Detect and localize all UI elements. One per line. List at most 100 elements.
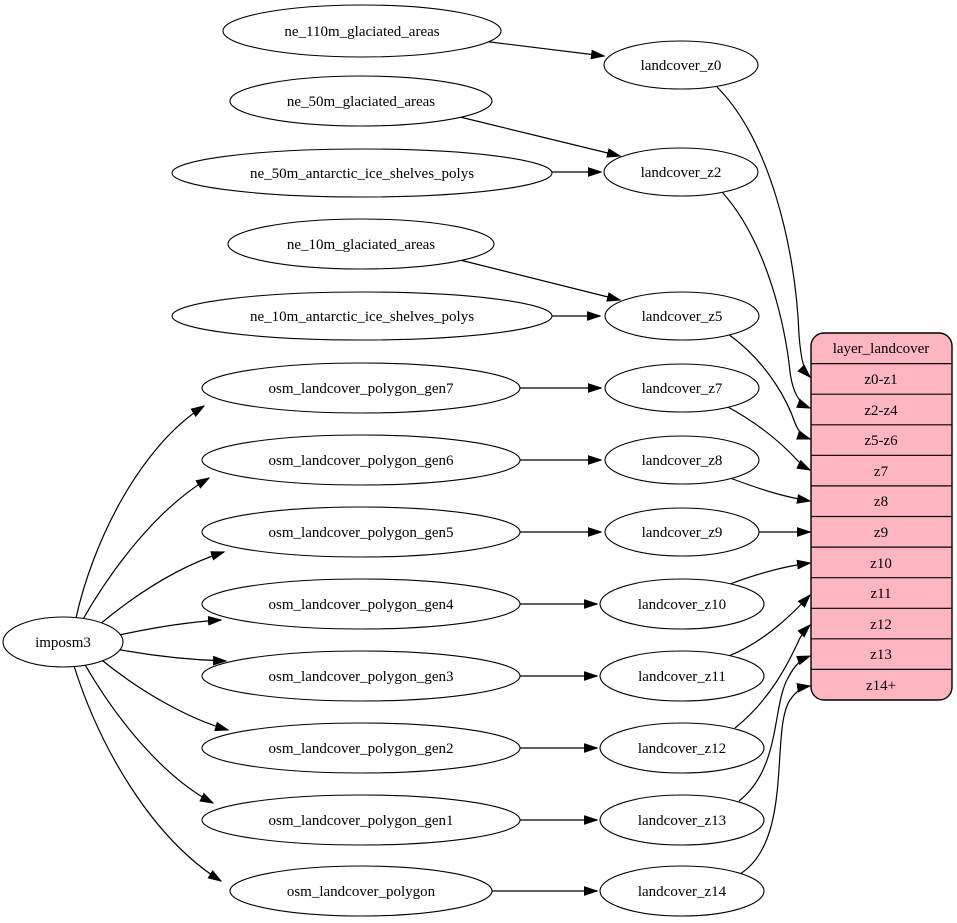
edge-z0-to-row-z0-z1 bbox=[716, 86, 810, 377]
record-layer-landcover: layer_landcover z0-z1 z2-z4 z5-z6 z7 z8 … bbox=[810, 332, 953, 701]
node-z0-shape bbox=[603, 40, 759, 90]
node-ne50a-shape bbox=[171, 148, 553, 198]
node-z13-label: landcover_z13 bbox=[638, 813, 726, 829]
node-z8-shape bbox=[604, 435, 760, 485]
edge-imposm3-to-gen7 bbox=[75, 406, 204, 619]
node-gen3-label: osm_landcover_polygon_gen3 bbox=[269, 669, 454, 685]
node-gen5-label: osm_landcover_polygon_gen5 bbox=[269, 525, 454, 541]
node-osm-landcover-polygon-gen2: osm_landcover_polygon_gen2 bbox=[201, 722, 521, 774]
node-z5-label: landcover_z5 bbox=[642, 309, 723, 325]
node-gen1-label: osm_landcover_polygon_gen1 bbox=[269, 813, 454, 829]
edge-imposm3-to-poly bbox=[73, 665, 221, 881]
node-ne110-label: ne_110m_glaciated_areas bbox=[284, 24, 439, 40]
record-row-z2-z4: z2-z4 bbox=[864, 403, 898, 419]
node-landcover-z0: landcover_z0 bbox=[603, 40, 759, 90]
node-z9-shape bbox=[604, 507, 760, 557]
edge-z13-to-row-z13 bbox=[738, 655, 810, 802]
node-poly-shape bbox=[229, 865, 493, 917]
edge-imposm3-to-gen2 bbox=[97, 656, 228, 730]
node-z12-label: landcover_z12 bbox=[638, 741, 726, 757]
node-ne50a-label: ne_50m_antarctic_ice_shelves_polys bbox=[250, 166, 474, 182]
node-z13-shape bbox=[599, 794, 765, 846]
edge-ne50g-to-z2 bbox=[459, 116, 620, 156]
node-gen2-label: osm_landcover_polygon_gen2 bbox=[269, 741, 454, 757]
edge-z11-to-row-z11 bbox=[725, 595, 810, 658]
node-gen5-shape bbox=[201, 506, 521, 558]
record-row-z8: z8 bbox=[874, 494, 888, 510]
node-gen6-label: osm_landcover_polygon_gen6 bbox=[269, 453, 454, 469]
edge-layer bbox=[73, 40, 810, 891]
node-gen3-shape bbox=[201, 650, 521, 702]
edge-z12-to-row-z12 bbox=[734, 625, 810, 729]
node-landcover-z11: landcover_z11 bbox=[599, 650, 765, 702]
node-ne-10m-antarctic-ice-shelves-polys: ne_10m_antarctic_ice_shelves_polys bbox=[171, 291, 553, 341]
node-osm-landcover-polygon-gen1: osm_landcover_polygon_gen1 bbox=[201, 794, 521, 846]
record-row-z5-z6: z5-z6 bbox=[864, 433, 898, 449]
node-osm-landcover-polygon-gen6: osm_landcover_polygon_gen6 bbox=[201, 434, 521, 486]
node-ne-110m-glaciated-areas: ne_110m_glaciated_areas bbox=[222, 4, 502, 58]
record-row-z0-z1: z0-z1 bbox=[864, 372, 897, 388]
node-ne10a-label: ne_10m_antarctic_ice_shelves_polys bbox=[250, 309, 474, 325]
node-gen7-shape bbox=[201, 362, 521, 414]
node-z14-shape bbox=[599, 865, 765, 917]
node-landcover-z5: landcover_z5 bbox=[604, 291, 760, 341]
node-gen2-shape bbox=[201, 722, 521, 774]
node-z8-label: landcover_z8 bbox=[642, 453, 723, 469]
record-row-z10: z10 bbox=[870, 556, 892, 572]
edge-z14-to-row-z14 bbox=[739, 686, 810, 875]
node-imposm3-shape bbox=[2, 616, 124, 668]
edge-imposm3-to-gen4 bbox=[114, 620, 221, 637]
node-z5-shape bbox=[604, 291, 760, 341]
record-row-z11: z11 bbox=[870, 586, 891, 602]
node-z14-label: landcover_z14 bbox=[638, 884, 727, 900]
node-landcover-z7: landcover_z7 bbox=[604, 363, 760, 413]
node-landcover-z9: landcover_z9 bbox=[604, 507, 760, 557]
record-row-z14plus: z14+ bbox=[866, 678, 896, 694]
edge-z8-to-row-z8 bbox=[729, 477, 810, 501]
edge-imposm3-to-gen5 bbox=[92, 552, 224, 631]
record-title: layer_landcover bbox=[833, 341, 930, 357]
node-gen6-shape bbox=[201, 434, 521, 486]
edge-imposm3-to-gen3 bbox=[115, 648, 226, 661]
node-landcover-z13: landcover_z13 bbox=[599, 794, 765, 846]
node-landcover-z14: landcover_z14 bbox=[599, 865, 765, 917]
node-z11-label: landcover_z11 bbox=[638, 669, 726, 685]
node-ne-10m-glaciated-areas: ne_10m_glaciated_areas bbox=[227, 218, 495, 270]
node-poly-label: osm_landcover_polygon bbox=[287, 884, 436, 900]
node-z2-label: landcover_z2 bbox=[641, 165, 722, 181]
edge-imposm3-to-gen6 bbox=[81, 478, 209, 622]
record-row-z13: z13 bbox=[870, 647, 892, 663]
node-osm-landcover-polygon-gen7: osm_landcover_polygon_gen7 bbox=[201, 362, 521, 414]
node-z2-shape bbox=[603, 147, 759, 197]
edge-ne10g-to-z5 bbox=[459, 259, 620, 300]
node-z7-label: landcover_z7 bbox=[642, 381, 723, 397]
record-row-z7: z7 bbox=[874, 464, 889, 480]
node-landcover-z8: landcover_z8 bbox=[604, 435, 760, 485]
edge-z5-to-row-z5-z6 bbox=[727, 333, 810, 440]
node-landcover-z12: landcover_z12 bbox=[599, 722, 765, 774]
edge-z2-to-row-z2-z4 bbox=[721, 191, 810, 408]
node-gen1-shape bbox=[201, 794, 521, 846]
node-z9-label: landcover_z9 bbox=[642, 525, 723, 541]
record-row-z9: z9 bbox=[874, 525, 888, 541]
node-gen4-label: osm_landcover_polygon_gen4 bbox=[269, 597, 454, 613]
node-imposm3: imposm3 bbox=[2, 616, 124, 668]
node-osm-landcover-polygon-gen5: osm_landcover_polygon_gen5 bbox=[201, 506, 521, 558]
node-z0-label: landcover_z0 bbox=[641, 58, 722, 74]
node-ne50g-label: ne_50m_glaciated_areas bbox=[287, 94, 435, 110]
node-landcover-z10: landcover_z10 bbox=[599, 578, 765, 630]
node-z11-shape bbox=[599, 650, 765, 702]
node-ne-50m-antarctic-ice-shelves-polys: ne_50m_antarctic_ice_shelves_polys bbox=[171, 148, 553, 198]
node-osm-landcover-polygon-gen4: osm_landcover_polygon_gen4 bbox=[201, 578, 521, 630]
record-row-z12: z12 bbox=[870, 617, 892, 633]
node-osm-landcover-polygon-gen3: osm_landcover_polygon_gen3 bbox=[201, 650, 521, 702]
node-z7-shape bbox=[604, 363, 760, 413]
node-z10-label: landcover_z10 bbox=[638, 597, 726, 613]
node-imposm3-label: imposm3 bbox=[35, 635, 91, 651]
node-z12-shape bbox=[599, 722, 765, 774]
node-osm-landcover-polygon: osm_landcover_polygon bbox=[229, 865, 493, 917]
node-gen4-shape bbox=[201, 578, 521, 630]
node-gen7-label: osm_landcover_polygon_gen7 bbox=[269, 381, 454, 397]
